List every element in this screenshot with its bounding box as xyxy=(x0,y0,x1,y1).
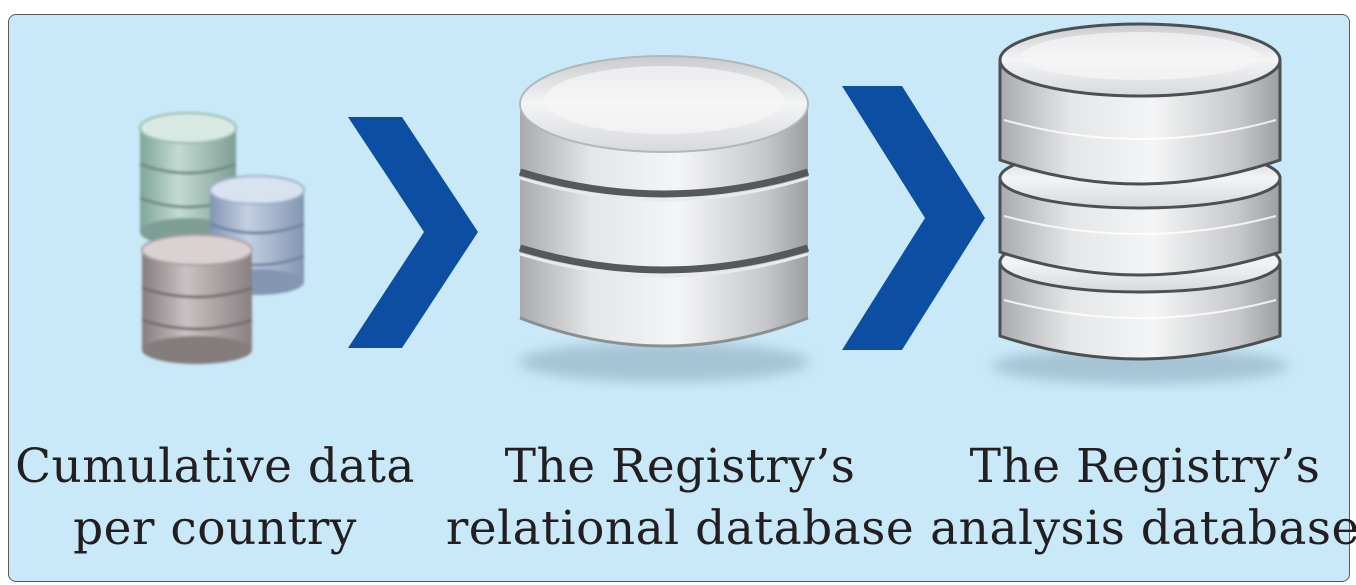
relational-database-icon xyxy=(518,55,810,382)
caption-relational-database: The Registry’s relational database xyxy=(445,439,915,556)
mauve-database-icon xyxy=(141,234,253,364)
small-database-stack-icon xyxy=(139,112,305,364)
caption-analysis-database: The Registry’s analysis database xyxy=(930,439,1356,556)
analysis-disc-top xyxy=(998,22,1282,186)
chevron-arrow-icon xyxy=(842,86,985,350)
chevron-arrow-icon xyxy=(348,117,478,348)
analysis-database-icon xyxy=(992,22,1288,384)
caption-cumulative-data: Cumulative data per country xyxy=(15,439,415,556)
